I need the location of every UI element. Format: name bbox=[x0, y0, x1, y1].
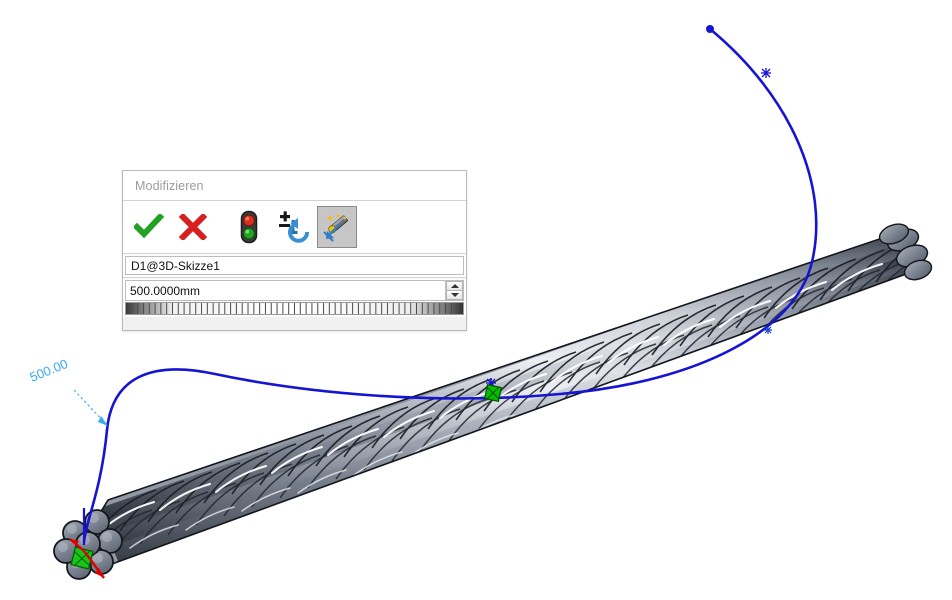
chevron-up-icon bbox=[450, 284, 459, 288]
value-thumbwheel[interactable] bbox=[125, 302, 464, 315]
spline-handle-asterisk-3[interactable] bbox=[764, 326, 772, 334]
selected-sketch-point[interactable] bbox=[483, 383, 503, 403]
spinner-up-button[interactable] bbox=[446, 281, 463, 291]
origin-triad[interactable] bbox=[69, 508, 105, 579]
modify-dialog[interactable]: Modifizieren bbox=[122, 170, 467, 331]
chevron-down-icon bbox=[450, 293, 459, 297]
rebuild-button[interactable] bbox=[229, 206, 269, 248]
spline-handle-asterisk[interactable] bbox=[761, 68, 771, 78]
cancel-button[interactable] bbox=[173, 206, 213, 248]
spinner-down-button[interactable] bbox=[446, 291, 463, 300]
dimension-name-input[interactable]: D1@3D-Skizze1 bbox=[125, 256, 464, 275]
dialog-toolbar bbox=[123, 201, 466, 254]
instant3d-button[interactable] bbox=[317, 206, 357, 248]
value-spinner[interactable] bbox=[445, 281, 463, 300]
dimension-value-label[interactable]: 500.00 bbox=[28, 356, 70, 385]
dimension-annotation[interactable]: 500.00 bbox=[28, 356, 108, 426]
value-field-row: 500.0000mm bbox=[123, 280, 466, 315]
thumbwheel-ticks bbox=[126, 303, 463, 314]
dialog-titlebar[interactable]: Modifizieren bbox=[123, 171, 466, 201]
spline-endpoint[interactable] bbox=[706, 25, 714, 33]
dialog-title: Modifizieren bbox=[135, 178, 204, 193]
name-field-row: D1@3D-Skizze1 bbox=[123, 256, 466, 278]
traffic-light-icon bbox=[240, 210, 258, 244]
green-check-icon bbox=[134, 214, 164, 239]
accept-button[interactable] bbox=[129, 206, 169, 248]
rope-far-end bbox=[878, 223, 933, 281]
plus-minus-rotate-icon bbox=[279, 211, 309, 243]
dimension-arrowhead bbox=[98, 416, 108, 426]
red-cross-icon bbox=[179, 214, 207, 240]
dialog-footer bbox=[123, 317, 466, 330]
magic-wand-dimension-icon bbox=[323, 213, 348, 242]
dimension-value-input[interactable]: 500.0000mm bbox=[130, 283, 201, 298]
spline-path-upper[interactable] bbox=[105, 27, 818, 432]
reverse-button[interactable] bbox=[273, 206, 313, 248]
